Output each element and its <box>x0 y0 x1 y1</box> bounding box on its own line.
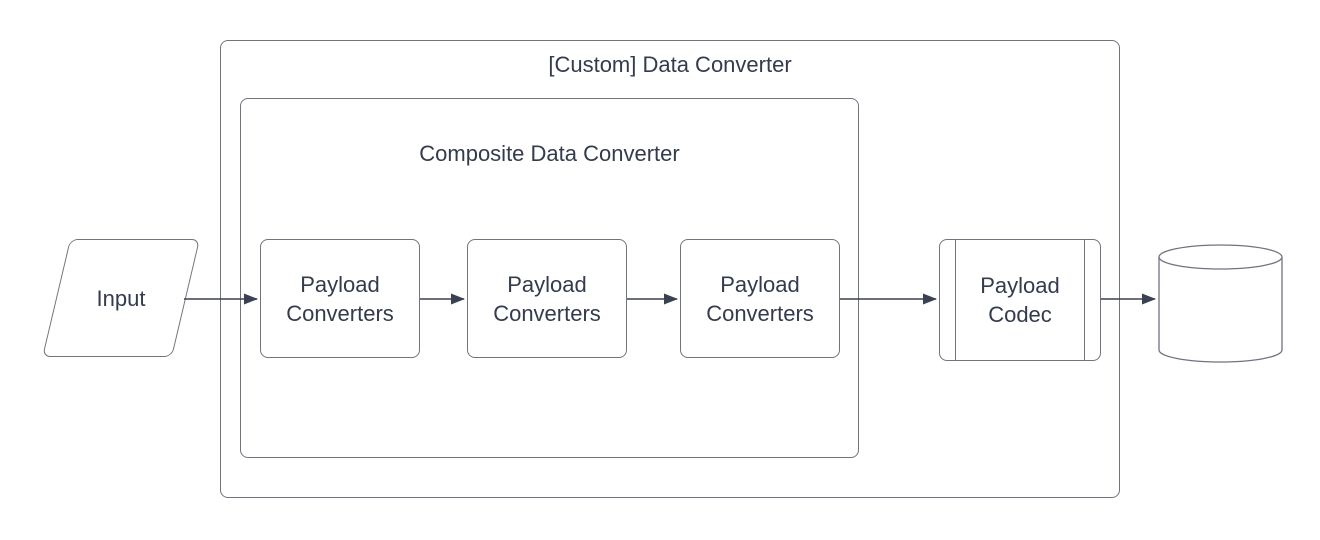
payload-converters-box-1: Payload Converters <box>260 239 420 358</box>
payload-codec-left-rule <box>955 240 956 360</box>
composite-data-converter-title: Composite Data Converter <box>419 141 680 166</box>
cluster-storage-label: Cluster Storage <box>1181 281 1260 335</box>
payload-converters-label-3: Payload Converters <box>706 271 814 326</box>
payload-converters-label-1: Payload Converters <box>286 271 394 326</box>
payload-codec-label: Payload Codec <box>980 273 1060 327</box>
input-label: Input <box>96 285 146 311</box>
payload-codec-box: Payload Codec <box>939 239 1101 361</box>
custom-data-converter-title: [Custom] Data Converter <box>548 52 792 77</box>
payload-converters-box-2: Payload Converters <box>467 239 627 358</box>
payload-converters-box-3: Payload Converters <box>680 239 840 358</box>
payload-converters-label-2: Payload Converters <box>493 271 601 326</box>
payload-codec-right-rule <box>1084 240 1085 360</box>
